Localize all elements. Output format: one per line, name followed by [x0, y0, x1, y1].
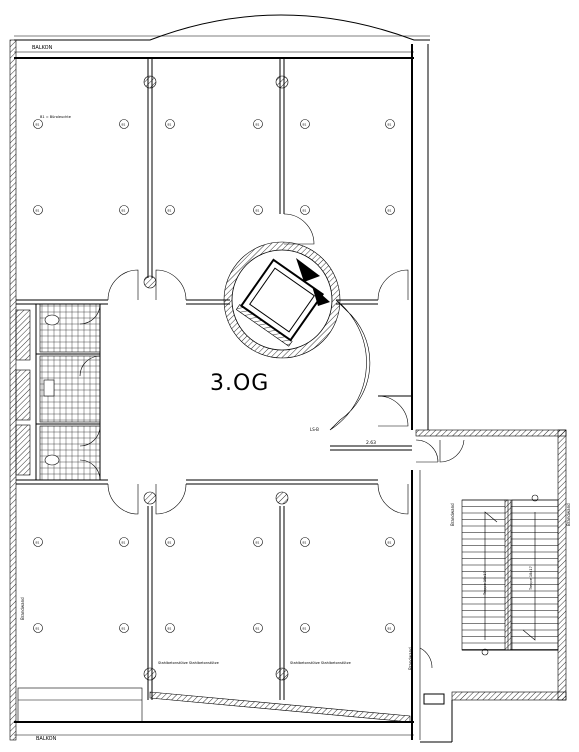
room-note: B1 = Büroleuchte: [40, 115, 71, 119]
lamp-label: B1: [168, 626, 172, 630]
column: [275, 75, 289, 89]
stair-annex: [415, 429, 567, 743]
lamp-marker: B1: [33, 205, 43, 215]
lamp-label: B1: [303, 208, 307, 212]
lamp-marker: B1: [300, 119, 310, 129]
elevator-core: [223, 241, 341, 359]
column: [143, 75, 157, 89]
lamp-label: B1: [122, 208, 126, 212]
lamp-marker: B1: [165, 119, 175, 129]
stair-label-left: Treppe 18x17: [483, 571, 487, 596]
lamp-marker: B1: [385, 205, 395, 215]
lamp-marker: B1: [385, 119, 395, 129]
lamp-marker: B1: [253, 119, 263, 129]
lamp-label: B1: [256, 122, 260, 126]
left-exterior-wall: [9, 39, 17, 741]
floor-label: 3.OG: [210, 371, 269, 396]
lamp-marker: B1: [119, 205, 129, 215]
lamp-marker: B1: [300, 623, 310, 633]
lamp-label: B1: [256, 540, 260, 544]
balcony-label-top: BALKON: [32, 45, 53, 51]
dimension-label: 2.63: [366, 440, 376, 446]
lamp-marker: B1: [385, 537, 395, 547]
stair-label-right: Treppe 18x17: [529, 566, 533, 591]
lamp-label: B1: [36, 208, 40, 212]
brandwand-stair-left: Brandwand: [450, 503, 455, 526]
balcony-arc: [14, 14, 430, 41]
lamp-label: B1: [168, 540, 172, 544]
lamp-label: B1: [303, 122, 307, 126]
lamp-marker: B1: [253, 537, 263, 547]
stair-core-wall: [504, 499, 512, 651]
balcony-label-bottom: BALKON: [36, 736, 57, 742]
lamp-marker: B1: [119, 537, 129, 547]
lamp-marker: B1: [165, 205, 175, 215]
lamp-label: B1: [36, 122, 40, 126]
column: [275, 491, 289, 505]
stair-flights: [461, 494, 559, 656]
lamp-marker: B1: [33, 537, 43, 547]
lamp-label: B1: [388, 540, 392, 544]
lamp-label: B1: [303, 540, 307, 544]
lamp-label: B1: [256, 208, 260, 212]
lamp-marker: B1: [33, 623, 43, 633]
stair-top-wall: [415, 429, 567, 437]
columns: [143, 75, 289, 681]
lamp-marker: B1: [300, 537, 310, 547]
stair-bottom-wall: [451, 691, 567, 701]
column-note-left: Stahlbetonstütze Stahlbetonstütze: [158, 661, 219, 665]
lamp-marker: B1: [165, 623, 175, 633]
door-swings: [107, 213, 409, 515]
lamp-label: B1: [303, 626, 307, 630]
brandwand-stair-right: Brandwand: [566, 503, 571, 526]
window-strip: [149, 691, 411, 723]
column: [143, 667, 157, 681]
lamp-label: B1: [256, 626, 260, 630]
column: [143, 275, 157, 289]
column-note-right: Stahlbetonstütze Stahlbetonstütze: [290, 661, 351, 665]
stair-right-wall: [557, 429, 567, 701]
note-small: LS-B: [310, 427, 319, 432]
lamp-marker: B1: [385, 623, 395, 633]
lamp-label: B1: [168, 122, 172, 126]
lamp-marker: B1: [119, 119, 129, 129]
brandwand-bottom: Brandwand: [408, 647, 413, 670]
lamp-marker: B1: [300, 205, 310, 215]
restrooms: [15, 303, 101, 481]
lamp-label: B1: [388, 208, 392, 212]
lamp-label: B1: [122, 626, 126, 630]
lamp-marker: B1: [253, 623, 263, 633]
building-outline: [9, 14, 430, 741]
lamp-marker: B1: [119, 623, 129, 633]
lamp-label: B1: [168, 208, 172, 212]
column: [143, 491, 157, 505]
lamp-label: B1: [388, 122, 392, 126]
lamp-marker: B1: [253, 205, 263, 215]
lamp-label: B1: [36, 540, 40, 544]
brandwand-left: Brandwand: [20, 597, 25, 620]
lamp-marker: B1: [165, 537, 175, 547]
lamp-label: B1: [36, 626, 40, 630]
lamp-label: B1: [122, 540, 126, 544]
lamp-label: B1: [122, 122, 126, 126]
column: [275, 667, 289, 681]
lamp-label: B1: [388, 626, 392, 630]
lamp-marker: B1: [33, 119, 43, 129]
